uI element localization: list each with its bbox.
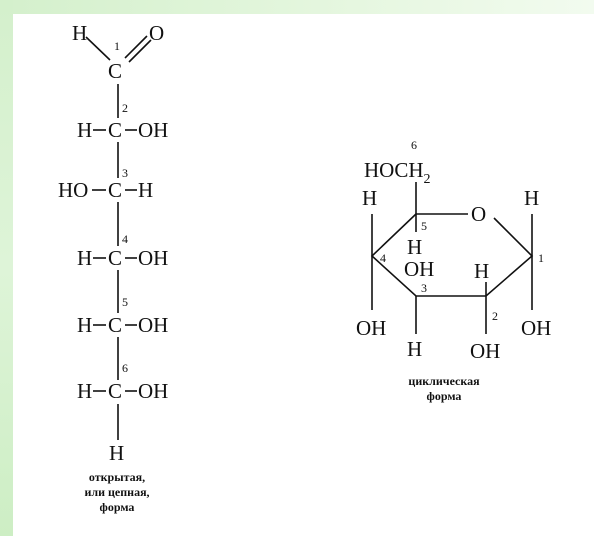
c4-center: C xyxy=(108,246,122,270)
cyclic-number-1: 1 xyxy=(538,251,544,265)
carbon-number-6: 6 xyxy=(122,361,128,375)
carbon-number-2: 2 xyxy=(122,101,128,115)
c4-h-top: H xyxy=(362,186,377,210)
c1-h-top: H xyxy=(524,186,539,210)
c3-oh-top: OH xyxy=(404,257,434,281)
c2-h-top: H xyxy=(474,259,489,283)
open-chain-form: H O 1 C 2 3 4 5 6 H C OH xyxy=(58,21,168,514)
open-caption-line-2: или цепная, xyxy=(84,485,149,499)
carbon-number-4: 4 xyxy=(122,232,128,246)
c1-oh-bottom: OH xyxy=(521,316,551,340)
c2-left: H xyxy=(77,118,92,142)
c6-left: H xyxy=(77,379,92,403)
top-accent-bar xyxy=(0,0,594,14)
cyclic-caption-line-1: циклическая xyxy=(408,374,480,388)
bond-c1-o-a xyxy=(124,35,148,59)
c2-center: C xyxy=(108,118,122,142)
c6-right: OH xyxy=(138,379,168,403)
open-caption-line-1: открытая, xyxy=(89,470,145,484)
cyclic-caption-line-2: форма xyxy=(427,389,462,403)
aldehyde-o: O xyxy=(149,21,164,45)
c3-left: HO xyxy=(58,178,88,202)
c5-h-bottom: H xyxy=(407,235,422,259)
c3-center: C xyxy=(108,178,122,202)
c2-oh-bottom: OH xyxy=(470,339,500,363)
bond-h-c1 xyxy=(85,36,111,61)
left-accent-bar xyxy=(0,0,13,536)
c3-right: H xyxy=(138,178,153,202)
cyclic-number-5: 5 xyxy=(421,219,427,233)
c6-center: C xyxy=(108,379,122,403)
c5-left: H xyxy=(77,313,92,337)
cyclic-number-4: 4 xyxy=(380,251,386,265)
carbon-1: C xyxy=(108,59,122,83)
bond-c1-o-b xyxy=(128,39,152,63)
bottom-h: H xyxy=(109,441,124,465)
hoch-text: HOCH xyxy=(364,158,424,182)
hoch-subscript: 2 xyxy=(424,172,431,187)
hoch2-group: HOCH2 xyxy=(364,158,431,187)
open-caption-line-3: форма xyxy=(100,500,135,514)
carbon-number-1: 1 xyxy=(114,39,120,53)
c5-right: OH xyxy=(138,313,168,337)
cyclic-number-6: 6 xyxy=(411,138,417,152)
c4-left: H xyxy=(77,246,92,270)
carbon-number-3: 3 xyxy=(122,166,128,180)
carbon-number-5: 5 xyxy=(122,295,128,309)
c2-right: OH xyxy=(138,118,168,142)
c4-right: OH xyxy=(138,246,168,270)
cyclic-number-2: 2 xyxy=(492,309,498,323)
cyclic-number-3: 3 xyxy=(421,281,427,295)
aldehyde-h: H xyxy=(72,21,87,45)
cyclic-form: 6 HOCH2 O 5 4 3 2 1 H OH H OH H xyxy=(356,138,551,403)
c3-h-bottom: H xyxy=(407,337,422,361)
c4-oh-bottom: OH xyxy=(356,316,386,340)
c5-center: C xyxy=(108,313,122,337)
ring-oxygen: O xyxy=(471,202,486,226)
ring-bonds xyxy=(370,213,534,297)
